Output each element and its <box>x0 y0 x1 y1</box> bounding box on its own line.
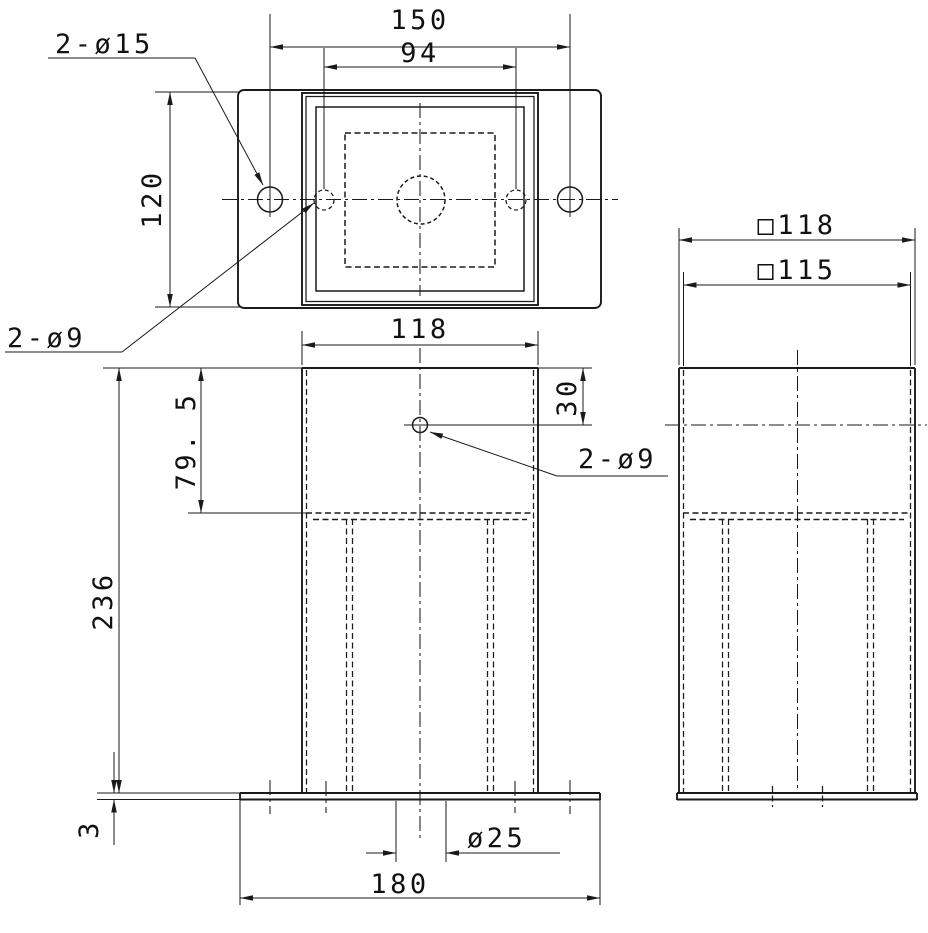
leader-arrow-phi15 <box>194 57 264 186</box>
leader-arrow-phi9 <box>121 202 315 353</box>
dim-150-label: 150 <box>390 5 449 36</box>
dim-sq118-label: □118 <box>757 210 836 241</box>
dim-3-label: 3 <box>74 819 105 839</box>
top-view: 150 94 120 2-ø15 2-ø9 <box>5 5 618 354</box>
hidden-small-hole-right <box>505 189 527 211</box>
leader-arrow-phi9 <box>429 431 558 477</box>
dim-phi25-label: ø25 <box>467 823 526 854</box>
dim-236-label: 236 <box>88 571 119 630</box>
label-2-phi9-left: 2-ø9 <box>7 323 86 354</box>
dim-180-label: 180 <box>370 869 429 900</box>
hidden-center-hole <box>396 175 446 225</box>
dim-118-label: 118 <box>390 314 449 345</box>
label-2-phi9-right: 2-ø9 <box>578 444 657 475</box>
dim-94-label: 94 <box>400 38 440 69</box>
dim-79-5-label: 79. 5 <box>171 392 202 491</box>
side-view: □118 □115 <box>665 210 927 807</box>
label-2-phi15: 2-ø15 <box>55 29 154 60</box>
dim-120-label: 120 <box>137 169 168 228</box>
dim-30-label: 30 <box>552 377 583 417</box>
dim-sq115-label: □115 <box>757 255 836 286</box>
hidden-small-hole-left <box>313 189 335 211</box>
front-view: 118 30 2-ø9 79. 5 236 3 ø25 180 <box>74 314 668 905</box>
